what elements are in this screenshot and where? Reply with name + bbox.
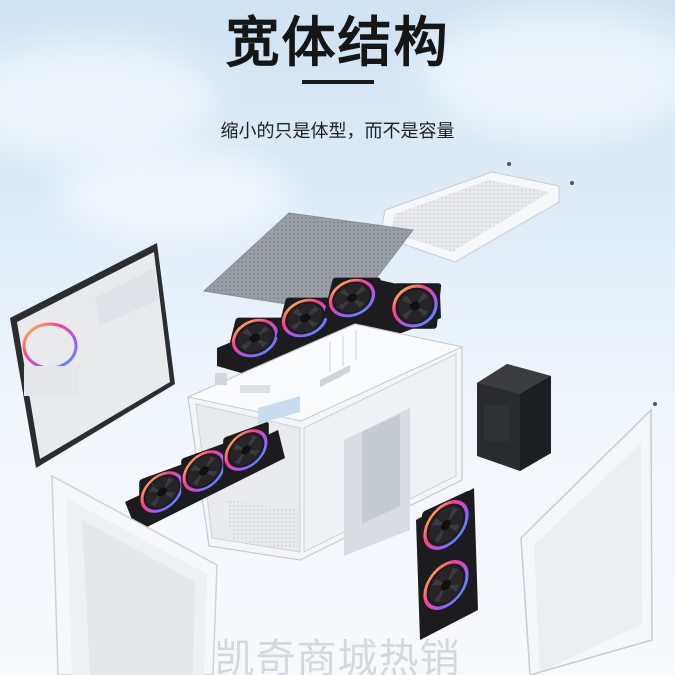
psu-box [477,364,551,471]
cloud [60,150,290,240]
cloud [420,10,675,140]
front-glass-panel [51,474,218,675]
side-glass-panel [10,243,175,468]
side-panel [520,408,653,675]
rear-fans [416,488,478,640]
top-cover-panel [379,171,560,263]
page-title: 宽体结构 [225,11,450,74]
watermark: 凯奇商城热销 [214,636,461,675]
top-fans [217,275,444,382]
chassis-frame [186,323,464,561]
page-subtitle: 缩小的只是体型，而不是容量 [220,121,455,142]
side-fans [125,419,285,532]
cloud [0,40,220,160]
title-divider [302,80,374,84]
